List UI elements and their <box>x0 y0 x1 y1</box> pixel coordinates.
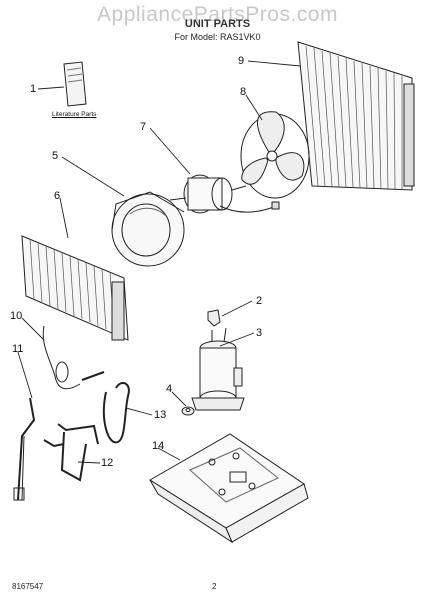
diagram-title: UNIT PARTS <box>184 18 251 30</box>
blower-housing <box>111 191 185 267</box>
callout-4: 4 <box>166 383 173 395</box>
callout-12: 12 <box>101 457 114 469</box>
callout-2: 2 <box>256 295 263 307</box>
callout-11: 11 <box>12 343 24 355</box>
suction-tube <box>102 381 130 444</box>
tube-assembly <box>13 397 36 501</box>
compressor <box>191 327 245 411</box>
fan-motor <box>169 174 280 214</box>
bracket <box>207 309 221 327</box>
literature-booklet <box>63 61 87 107</box>
condenser-coil <box>297 41 415 191</box>
document-number: 8167547 <box>12 582 44 591</box>
page-number: 2 <box>212 582 217 591</box>
callout-1: 1 <box>30 83 37 95</box>
fan-blade <box>240 111 310 199</box>
grommet <box>181 406 195 416</box>
watermark: AppliancePartsPros.com <box>97 3 338 26</box>
literature-parts-label: Literature Parts <box>52 111 97 118</box>
leader-lines <box>17 60 301 464</box>
callout-5: 5 <box>52 150 59 162</box>
model-subtitle: For Model: RAS1VK0 <box>174 32 261 42</box>
callout-7: 7 <box>140 121 147 133</box>
callout-9: 9 <box>238 55 245 67</box>
callout-13: 13 <box>154 409 167 421</box>
base-pan <box>149 433 309 544</box>
callout-3: 3 <box>256 327 263 339</box>
discharge-tube <box>43 423 99 482</box>
callout-14: 14 <box>152 440 165 452</box>
evaporator-coil <box>21 235 129 341</box>
capillary-tube <box>42 325 105 390</box>
callout-6: 6 <box>54 190 61 202</box>
callout-8: 8 <box>240 86 247 98</box>
callout-10: 10 <box>10 310 23 322</box>
